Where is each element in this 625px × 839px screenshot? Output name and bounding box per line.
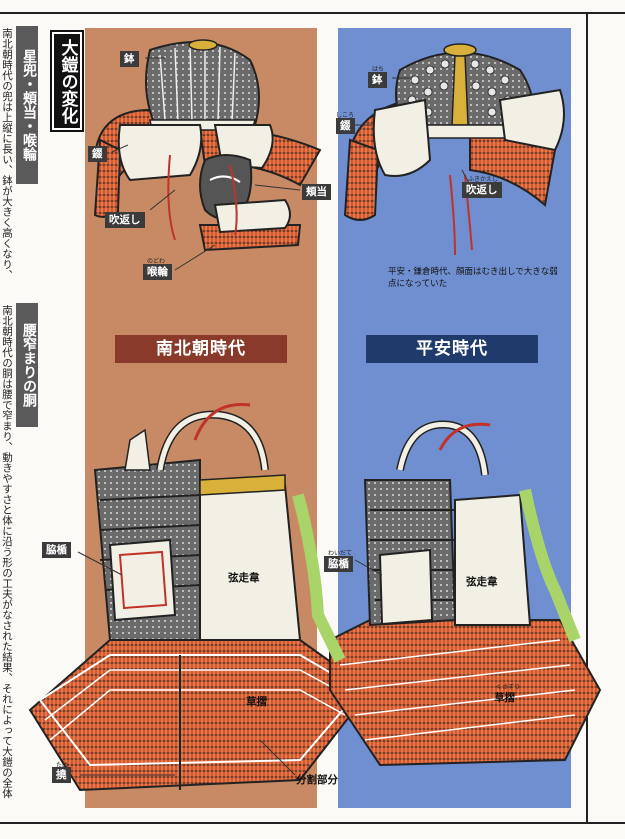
label-left-fukikaeshi: 吹返し [105,212,145,228]
label-right-tsurubashiri: 弦走韋 [466,576,498,588]
label-right-waidate: 脇楯 [324,556,353,572]
bottom-border [0,822,625,824]
label-right-hachi: 鉢 [368,72,387,88]
side-text-lower: 南北朝時代の胴は腰で窄まり、動きやすさと体に沿う形の工夫がなされた結果、それによ… [0,305,13,799]
label-left-tsurubashiri: 弦走韋 [228,572,260,584]
label-left-shikoro: 錣 [88,146,107,162]
label-left-hoate: 頬当 [302,184,331,200]
era-label-nanbokucho: 南北朝時代 [115,335,287,363]
torso-heading: 腰窄まりの胴 [16,303,38,427]
right-helmet [343,43,565,256]
helmet-heading: 星兜・頬当・喉輪 [16,26,38,184]
ruby-left-nodowa: のどわ [147,258,166,265]
label-left-kusazuri: 草摺 [246,696,267,708]
top-border [0,12,625,14]
right-arrow [519,488,581,643]
main-title: 大鎧の変化 [50,30,84,132]
label-left-waidate: 脇楯 [42,542,71,558]
ruby-right-fukikaeshi: ふきかえし [468,176,499,183]
label-right-fukikaeshi: 吹返し [462,182,502,198]
label-left-nodowa: 喉輪 [143,264,172,280]
left-helmet [93,39,322,252]
label-left-tame: 撓 [52,767,71,783]
left-arrow [292,493,346,663]
ruby-left-tame: ため [56,762,69,769]
split-label: 分割部分 [296,774,338,786]
era-label-heian: 平安時代 [366,335,538,363]
ruby-right-kusazuri: くさずり [496,684,521,691]
side-text-upper: 南北朝時代の兜は上縦に長い、鉢が大きく高くなり、 [1,28,13,280]
label-right-kusazuri: 草摺 [494,692,515,704]
right-border [586,12,588,824]
ruby-right-shikoro: しころ [336,112,355,119]
label-left-hachi: 鉢 [120,51,139,67]
ruby-right-hachi: はち [372,66,385,73]
right-torso [329,420,602,767]
left-torso [28,402,372,792]
ruby-right-waidate: わいだて [328,550,353,557]
heian-note: 平安・鎌倉時代、顔面はむき出しで大きな弱点になっていた [388,267,558,289]
label-right-shikoro: 錣 [336,118,355,134]
